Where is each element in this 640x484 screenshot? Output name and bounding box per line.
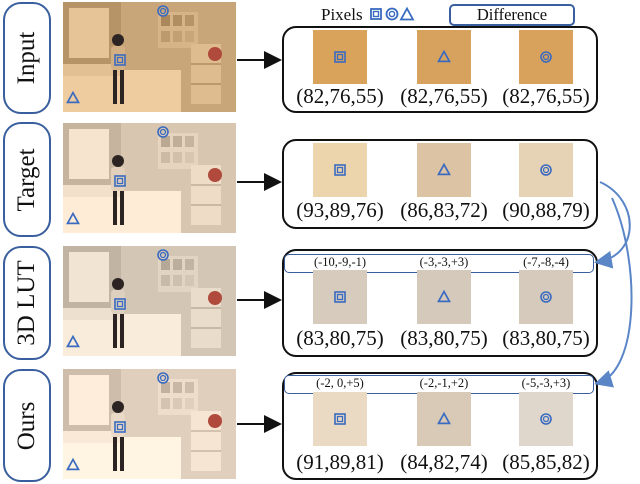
pixel-value: (82,76,55) [400, 84, 488, 108]
pixel-value: (83,80,75) [502, 326, 590, 350]
color-patch [519, 30, 573, 84]
pixel-value: (90,88,79) [502, 198, 590, 222]
color-patch [313, 143, 367, 197]
difference-value: (-7,-8,-4) [523, 255, 569, 269]
legend-pixels: Pixels [321, 5, 415, 25]
square-marker-icon [334, 164, 346, 176]
row-label-text: Target [13, 147, 40, 212]
pixel-value: (83,80,75) [400, 326, 488, 350]
scene-photo-3d-lut [63, 246, 236, 356]
circle-marker-icon [540, 164, 552, 176]
color-patch [519, 270, 573, 324]
row-label-input: Input [3, 2, 51, 114]
difference-value: (-3,-3,+3) [419, 255, 469, 269]
circle-marker-icon [540, 51, 552, 63]
legend-difference: Difference [449, 4, 575, 26]
color-patch [519, 143, 573, 197]
scene-photo-ours [63, 369, 236, 479]
scene-illustration [63, 369, 236, 479]
difference-value: (-2, 0,+5) [316, 376, 364, 390]
color-patch [417, 392, 471, 446]
pixel-value: (82,76,55) [296, 84, 384, 108]
circle-marker-icon [540, 413, 552, 425]
row-label-ours: Ours [3, 369, 51, 482]
pixel-value: (85,85,82) [502, 450, 590, 474]
square-marker-icon [334, 51, 346, 63]
square-marker-icon [334, 291, 346, 303]
legend-pixels-label: Pixels [321, 5, 363, 24]
color-patch [313, 270, 367, 324]
row-label-text: Input [13, 31, 40, 85]
scene-illustration [63, 123, 236, 233]
scene-photo-target [63, 123, 236, 233]
difference-value: (-5,-3,+3) [521, 376, 571, 390]
row-label-target: Target [3, 122, 51, 237]
circle-marker-icon [540, 291, 552, 303]
pixel-value: (84,82,74) [400, 450, 488, 474]
triangle-marker-icon [437, 289, 451, 303]
pixel-value: (86,83,72) [400, 198, 488, 222]
triangle-marker-icon [437, 411, 451, 425]
scene-illustration [63, 246, 236, 356]
scene-photo-input [63, 2, 236, 112]
color-patch [313, 30, 367, 84]
color-patch [417, 143, 471, 197]
difference-value: (-2,-1,+2) [419, 376, 469, 390]
pixel-value: (83,80,75) [296, 326, 384, 350]
scene-illustration [63, 2, 236, 112]
color-patch [417, 30, 471, 84]
row-label-text: Ours [13, 401, 40, 450]
row-label-3d-lut: 3D LUT [3, 246, 51, 360]
pixel-value: (93,89,76) [296, 198, 384, 222]
curve-connector-upper [594, 181, 631, 269]
triangle-marker-icon [437, 162, 451, 176]
square-marker-icon [334, 413, 346, 425]
pixel-value: (82,76,55) [502, 84, 590, 108]
row-label-text: 3D LUT [13, 260, 40, 346]
color-patch [417, 270, 471, 324]
curve-connector-lower [594, 197, 633, 388]
legend-marker-icons [369, 6, 415, 21]
color-patch [313, 392, 367, 446]
triangle-marker-icon [437, 49, 451, 63]
color-patch [519, 392, 573, 446]
pixel-value: (91,89,81) [296, 450, 384, 474]
legend-difference-label: Difference [476, 5, 548, 24]
difference-value: (-10,-9,-1) [313, 255, 367, 269]
